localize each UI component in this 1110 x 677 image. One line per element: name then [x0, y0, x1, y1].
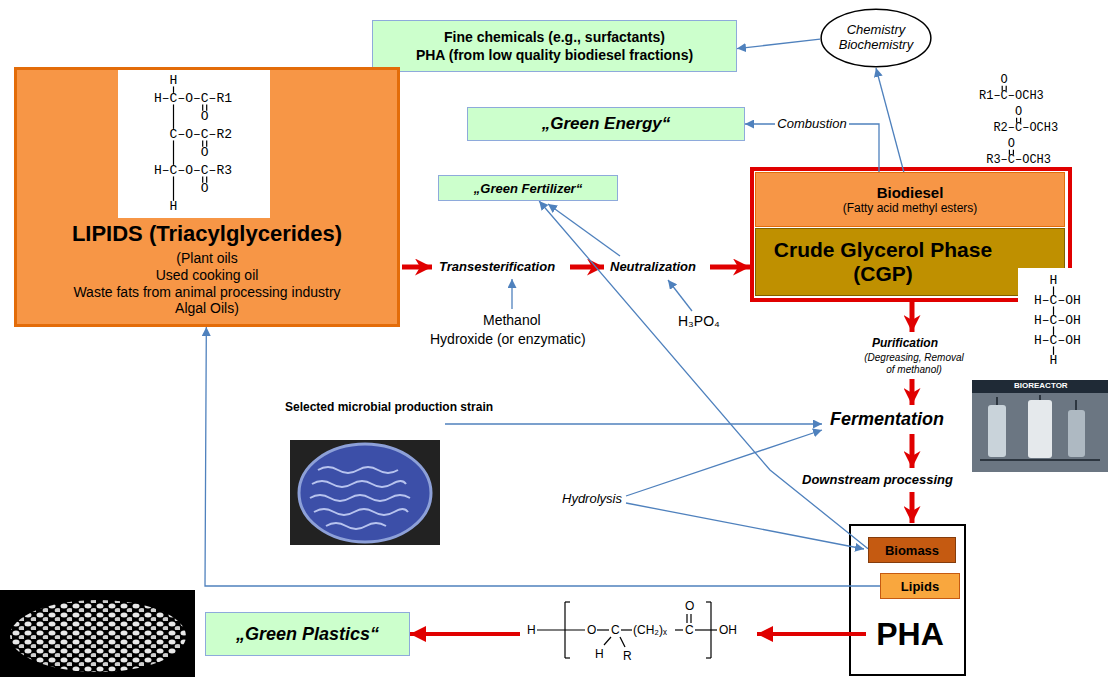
- formula-text: H: [1050, 272, 1058, 290]
- photo-caption: BIOREACTOR: [1012, 381, 1070, 391]
- node-text: Fine chemicals (e.g., surfactants): [444, 28, 665, 46]
- node-text: Chemistry Biochemistry: [826, 23, 926, 53]
- structural-formula: HOC(CH₂)ₓCOHOHR: [525, 596, 755, 668]
- node-text: „Green Energy“: [542, 114, 671, 134]
- node-text: Biomass: [885, 543, 939, 558]
- output-box: Fine chemicals (e.g., surfactants)PHA (f…: [372, 20, 737, 72]
- formula-text: O: [201, 180, 209, 198]
- bioreactor-photo: [972, 380, 1108, 472]
- bond: [564, 602, 565, 658]
- bond: [686, 614, 687, 623]
- node-text: (Plant oils: [176, 250, 237, 267]
- connector: [737, 39, 820, 48]
- node-text: „Green Fertilizer“: [474, 181, 582, 196]
- node-text: PHA (from low quality biodiesel fraction…: [416, 46, 693, 64]
- formula-text: R2–C–OCH3: [993, 120, 1058, 137]
- formula-text: C–O–C–R2: [170, 126, 232, 144]
- process-ellipse: Chemistry Biochemistry: [820, 8, 932, 68]
- structural-formula: HH–C–O–C–R1OC–O–C–R2OH–C–O–C–R3OH: [118, 70, 270, 218]
- reagent-label: Hydroxide (or enzymatic): [428, 331, 588, 348]
- node-text: Algal Oils): [175, 300, 239, 317]
- bond: [675, 629, 683, 630]
- bond: [565, 601, 570, 602]
- node-text: „Green Plastics“: [236, 624, 379, 645]
- connector: [876, 68, 904, 172]
- formula-text: H–C–OH: [1034, 312, 1081, 330]
- process-step: Transesterification: [437, 259, 557, 275]
- formula-text: H–C–OH: [1034, 332, 1081, 350]
- edge-label: Combustion: [775, 116, 848, 132]
- node-text: Used cooking oil: [156, 267, 259, 284]
- structural-formula: OR1–C–OCH3OR2–C–OCH3OR3–C–OCH3: [975, 72, 1105, 170]
- bond: [565, 657, 570, 658]
- strain-label: Selected microbial production strain: [283, 400, 495, 414]
- output-box: „Green Energy“: [467, 107, 745, 141]
- node-text: Lipids: [901, 579, 939, 594]
- bond: [706, 657, 711, 658]
- formula-text: H–C–O–C–R3: [154, 162, 232, 180]
- process-step: Neutralization: [608, 259, 698, 275]
- output-box: „Green Fertilizer“: [438, 175, 618, 201]
- process-step: Hydrolysis: [560, 491, 624, 507]
- formula-text: O: [1001, 72, 1008, 89]
- reagent-label: Methanol: [481, 312, 543, 329]
- bond: [706, 601, 711, 602]
- formula-text: O: [201, 108, 209, 126]
- process-note: (Degreasing, Removal of methanol): [857, 352, 971, 376]
- formula-text: C: [685, 622, 694, 639]
- process-step: Fermentation: [828, 409, 946, 431]
- formula-text: O: [1008, 136, 1015, 153]
- bond: [710, 602, 711, 658]
- formula-text: H: [170, 72, 178, 90]
- formula-text: H–C–OH: [1034, 292, 1081, 310]
- bond: [537, 629, 585, 630]
- formula-text: O: [587, 622, 596, 639]
- formula-text: R1–C–OCH3: [979, 88, 1044, 105]
- structural-formula: H H–C–OH H–C–OH H–C–OH H: [1018, 268, 1108, 376]
- formula-text: H: [527, 622, 536, 639]
- process-step: Purification: [870, 336, 940, 350]
- bond: [604, 637, 611, 645]
- product-box: Biomass: [868, 537, 956, 563]
- node-text: Crude Glycerol Phase (CGP): [764, 238, 1002, 286]
- bond: [690, 614, 691, 623]
- product-box: Lipids: [880, 573, 960, 599]
- connector: [205, 327, 880, 586]
- formula-text: R3–C–OCH3: [986, 152, 1051, 169]
- bond: [620, 637, 625, 647]
- pellets-photo: [0, 590, 195, 677]
- bond: [695, 629, 717, 630]
- bond: [173, 104, 174, 128]
- formula-text: H: [595, 646, 604, 663]
- node-text: Waste fats from animal processing indust…: [73, 284, 340, 301]
- formula-text: (CH₂)ₓ: [633, 622, 667, 639]
- formula-text: H–C–O–C–R1: [154, 90, 232, 108]
- formula-text: R: [623, 648, 632, 665]
- product-box: Biodiesel(Fatty acid methyl esters): [755, 172, 1065, 227]
- formula-text: H: [170, 198, 178, 216]
- bond: [173, 140, 174, 164]
- bond: [597, 629, 609, 630]
- formula-text: C: [611, 622, 620, 639]
- process-step: Downstream processing: [800, 472, 955, 488]
- formula-text: O: [685, 598, 694, 615]
- bond: [173, 176, 174, 200]
- node-text: Biodiesel: [877, 184, 944, 201]
- reagent-label: H₃PO₄: [676, 313, 722, 330]
- node-text: (Fatty acid methyl esters): [843, 201, 978, 215]
- product-frame: [850, 525, 965, 675]
- product-box: PHA: [866, 608, 954, 660]
- output-box: „Green Plastics“: [205, 612, 410, 656]
- node-text: PHA: [876, 616, 944, 653]
- node-text: LIPIDS (Triacylglycerides): [72, 221, 342, 247]
- formula-text: O: [1015, 104, 1022, 121]
- bond: [621, 629, 632, 630]
- petri-dish-photo: [290, 440, 440, 545]
- formula-text: OH: [719, 622, 737, 639]
- formula-text: O: [201, 144, 209, 162]
- formula-text: H: [1050, 352, 1058, 370]
